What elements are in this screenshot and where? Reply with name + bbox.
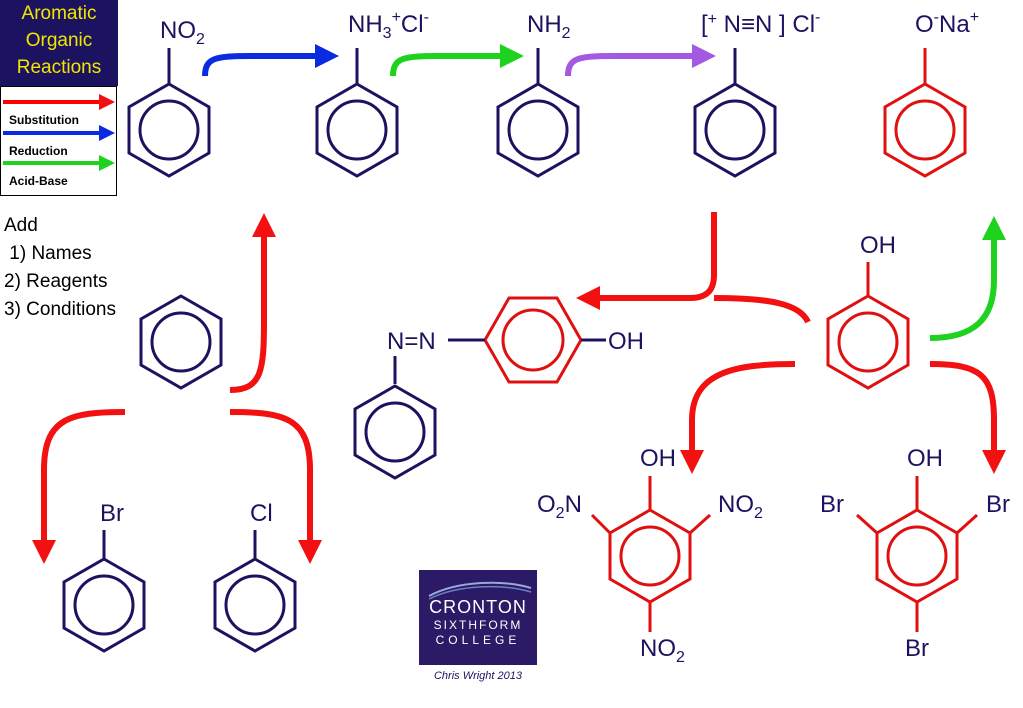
tbp-oh-label: OH — [907, 445, 943, 472]
trinitrophenol-ring — [608, 508, 692, 604]
tbp-left-label: Br — [820, 491, 844, 518]
task-instructions: Add 1) Names 2) Reagents 3) Conditions — [4, 212, 116, 324]
chlorination-arrow — [229, 409, 322, 564]
task-line-2: 1) Names — [4, 243, 92, 264]
tbp-left-bond — [855, 513, 879, 535]
chloro-label: Cl — [250, 500, 273, 527]
aniline-label: NH2 — [527, 11, 571, 42]
reduction-arrow — [202, 44, 339, 77]
nitrobenzene-ring — [127, 82, 211, 178]
logo-swoosh-icon — [428, 581, 532, 600]
phenoxide-label: O-Na+ — [915, 9, 979, 38]
diazotisation-arrow — [565, 44, 716, 77]
tbp-right-bond — [955, 513, 979, 535]
nitro-label: NO2 — [160, 17, 205, 48]
logo-line-1: CRONTON — [429, 597, 527, 617]
title-line-2: Organic — [25, 30, 93, 51]
legend-arrows — [3, 94, 115, 171]
diazonium-label: [+ N≡N ] Cl- — [701, 9, 820, 38]
tbp-bottom-label: Br — [905, 635, 929, 662]
tnp-oh-label: OH — [640, 445, 676, 472]
logo-line-3: COLLEGE — [435, 633, 521, 647]
tnp-bottom-label: NO2 — [640, 635, 685, 666]
coupling-arrow — [576, 212, 717, 310]
task-line-3: 2) Reagents — [4, 271, 108, 292]
tnp-left-label: O2N — [537, 491, 582, 522]
coupling-join-line — [713, 295, 811, 324]
legend: Substitution Reduction Acid-Base — [0, 86, 117, 196]
bromo-label: Br — [100, 500, 124, 527]
phenol-nitration-arrow — [680, 361, 796, 474]
anilinium-ring — [315, 82, 399, 178]
tnp-right-bond — [688, 513, 712, 535]
acid-base-arrow-1 — [390, 44, 524, 77]
acid-base-arrow-2 — [929, 216, 1006, 341]
phenoxide-ring — [883, 82, 967, 178]
anilinium-label: NH3+Cl- — [348, 9, 429, 42]
chlorobenzene-ring — [213, 557, 297, 653]
tnp-right-label: NO2 — [718, 491, 763, 522]
azo-label: N=N — [387, 328, 436, 355]
title-line-3: Reactions — [16, 57, 102, 78]
phenol-label: OH — [860, 232, 896, 259]
college-logo: CRONTON SIXTHFORM COLLEGE — [419, 570, 537, 665]
aniline-ring — [496, 82, 580, 178]
legend-label-substitution: Substitution — [9, 113, 79, 127]
title-line-1: Aromatic — [21, 3, 97, 24]
azo-phenyl-ring — [353, 384, 437, 480]
diazonium-ring — [693, 82, 777, 178]
benzene-ring — [139, 294, 223, 390]
phenol-bromination-arrow — [929, 361, 1006, 474]
tnp-left-bond — [590, 513, 612, 535]
logo-line-2: SIXTHFORM — [433, 618, 523, 632]
azo-hydroxy-ring — [483, 296, 583, 384]
tribromophenol-ring — [875, 508, 959, 604]
phenol-ring — [826, 294, 910, 390]
legend-label-acid-base: Acid-Base — [9, 174, 68, 188]
azo-oh-label: OH — [608, 328, 644, 355]
bromination-arrow — [32, 409, 126, 564]
author-credit: Chris Wright 2013 — [433, 670, 523, 682]
task-line-1: Add — [4, 215, 38, 236]
task-line-4: 3) Conditions — [4, 299, 116, 320]
nitration-arrow — [229, 213, 276, 393]
tbp-right-label: Br — [986, 491, 1010, 518]
legend-label-reduction: Reduction — [9, 144, 68, 158]
title-box: Aromatic Organic Reactions — [0, 0, 118, 86]
bromobenzene-ring — [62, 557, 146, 653]
